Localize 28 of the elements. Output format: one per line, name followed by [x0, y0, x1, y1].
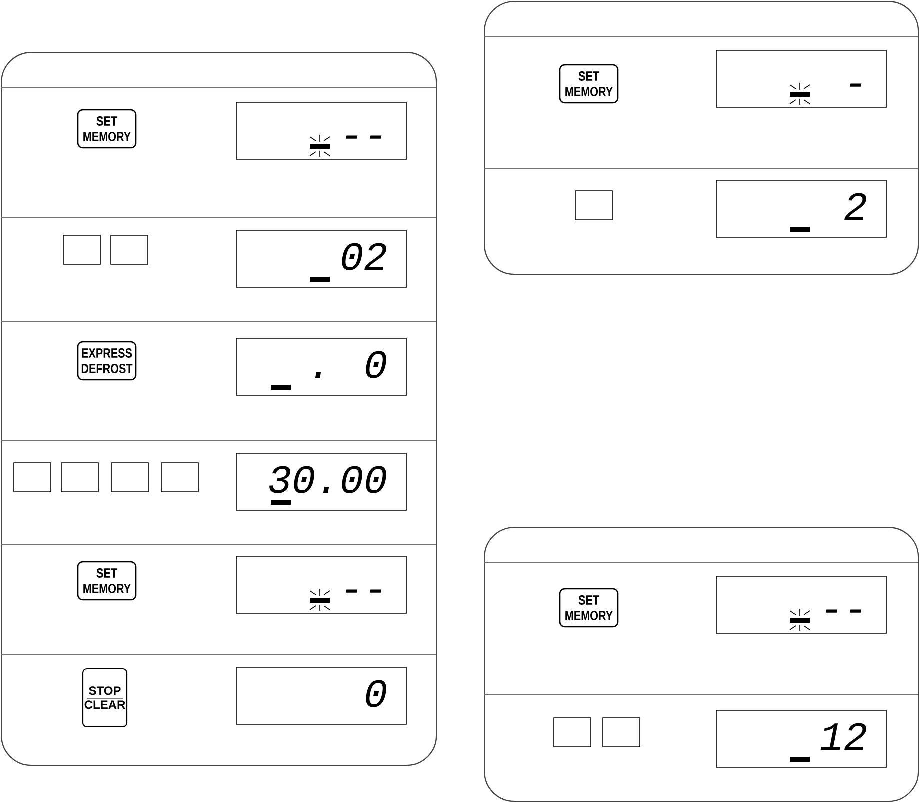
lcd-display: --	[716, 576, 887, 634]
panel-frame	[484, 1, 919, 276]
lcd-display: -	[716, 50, 887, 108]
panel-frame	[1, 52, 438, 766]
blank-key	[575, 190, 613, 220]
key-button: SET MEMORY	[559, 588, 619, 628]
blank-key	[554, 718, 592, 748]
blank-key	[14, 462, 52, 492]
lcd-display: . 0	[236, 338, 407, 396]
lcd-display: 0	[236, 667, 407, 725]
blank-key	[61, 462, 99, 492]
lcd-display: 2	[716, 180, 887, 238]
blank-key	[161, 462, 199, 492]
blank-key	[110, 235, 148, 265]
key-button: SET MEMORY	[77, 109, 137, 149]
lcd-display: --	[236, 102, 407, 160]
key-button: SET MEMORY	[559, 64, 619, 104]
key-button: SET MEMORY	[77, 561, 137, 601]
blank-key	[63, 235, 101, 265]
panel-frame	[484, 527, 919, 802]
lcd-display: --	[236, 556, 407, 614]
lcd-display: 12	[716, 710, 887, 768]
lcd-display: 02	[236, 230, 407, 288]
blank-key	[111, 462, 149, 492]
key-button: EXPRESS DEFROST	[77, 341, 137, 381]
key-button: STOP CLEAR	[82, 668, 128, 728]
lcd-display: 30.00	[236, 453, 407, 511]
blank-key	[602, 718, 640, 748]
